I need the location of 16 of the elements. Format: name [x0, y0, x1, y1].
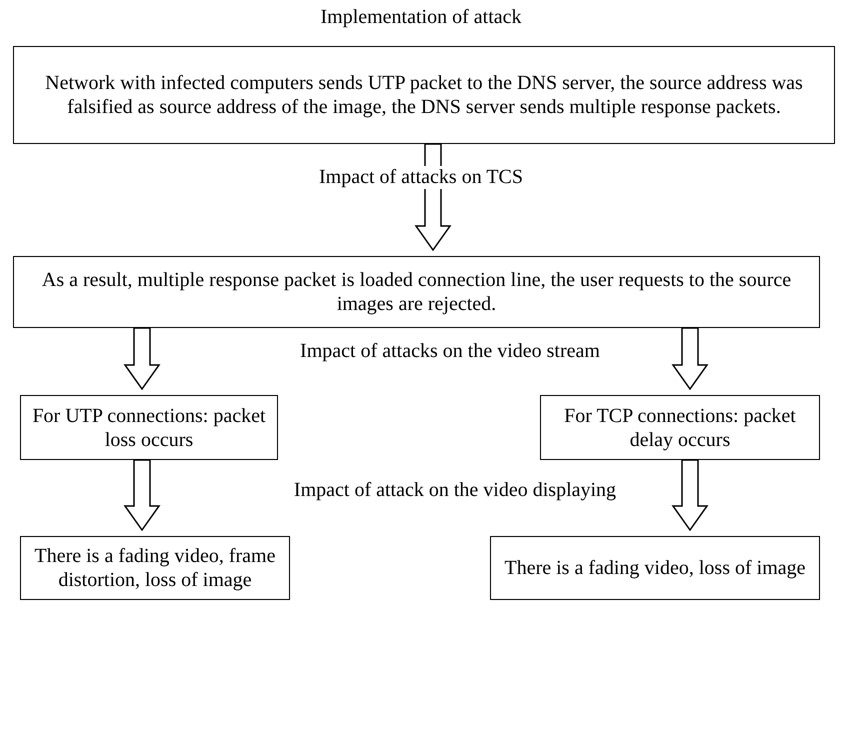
process-box: [13, 256, 820, 328]
process-box: [20, 395, 278, 460]
box-text: As a result, multiple response packet is loaded connection line, the user requests to the source images are rejected.: [40, 268, 792, 316]
box-text: Network with infected computers sends UTP packet to the DNS server, the source address was falsified as source address of the image, the DNS server sends multiple response packets.: [44, 71, 804, 119]
box-text: For UTP connections: packet loss occurs: [31, 404, 267, 452]
process-box: [13, 46, 835, 144]
hollow-arrow: [124, 459, 160, 532]
process-box: [20, 536, 290, 600]
box-text: There is a fading video, loss of image: [504, 556, 806, 580]
hollow-arrow: [672, 327, 708, 390]
hollow-arrow: [124, 327, 160, 390]
hollow-arrow: [672, 459, 708, 532]
process-box: [490, 536, 820, 600]
box-text: There is a fading video, frame distortion, loss of image: [33, 544, 276, 592]
process-box: [540, 395, 820, 460]
box-text: For TCP connections: packet delay occurs: [563, 404, 797, 452]
